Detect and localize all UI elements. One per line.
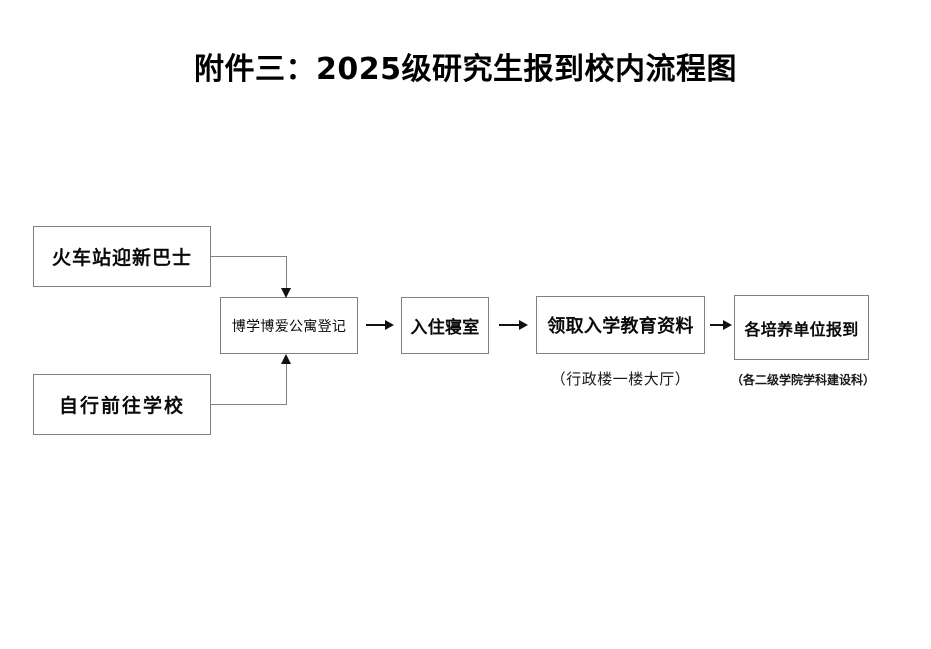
- flow-node-dorm-registration[interactable]: 博学博爱公寓登记: [220, 297, 358, 354]
- flow-node-collect-materials[interactable]: 领取入学教育资料: [536, 296, 705, 354]
- arrow-head: [723, 319, 732, 330]
- flow-node-report-to-unit[interactable]: 各培养单位报到: [734, 295, 869, 360]
- flow-node-self-travel[interactable]: 自行前往学校: [33, 374, 211, 435]
- caption-collect-materials-location: （行政楼一楼大厅）: [550, 370, 691, 388]
- arrow-right-icon-checkin-to-materials: [499, 318, 529, 332]
- arrow-down-icon: [281, 288, 291, 298]
- connector-self-to-dorm-vertical: [286, 363, 288, 405]
- arrow-shaft: [499, 324, 520, 326]
- arrow-shaft: [366, 324, 386, 326]
- arrow-up-icon: [281, 354, 291, 364]
- arrow-right-icon-dorm-to-checkin: [366, 318, 394, 332]
- arrow-shaft: [710, 324, 724, 326]
- connector-train-to-dorm-horizontal: [211, 256, 287, 258]
- connector-train-to-dorm-vertical: [286, 256, 288, 292]
- arrow-right-icon-materials-to-report: [710, 318, 732, 332]
- arrow-head: [519, 319, 528, 330]
- page-title: 附件三：2025级研究生报到校内流程图: [194, 52, 737, 87]
- arrow-head: [385, 319, 394, 330]
- caption-report-to-unit-location: （各二级学院学科建设科）: [731, 373, 876, 387]
- flow-node-train-shuttle[interactable]: 火车站迎新巴士: [33, 226, 211, 287]
- flow-node-room-checkin[interactable]: 入住寝室: [401, 297, 489, 354]
- connector-self-to-dorm-horizontal: [211, 404, 287, 406]
